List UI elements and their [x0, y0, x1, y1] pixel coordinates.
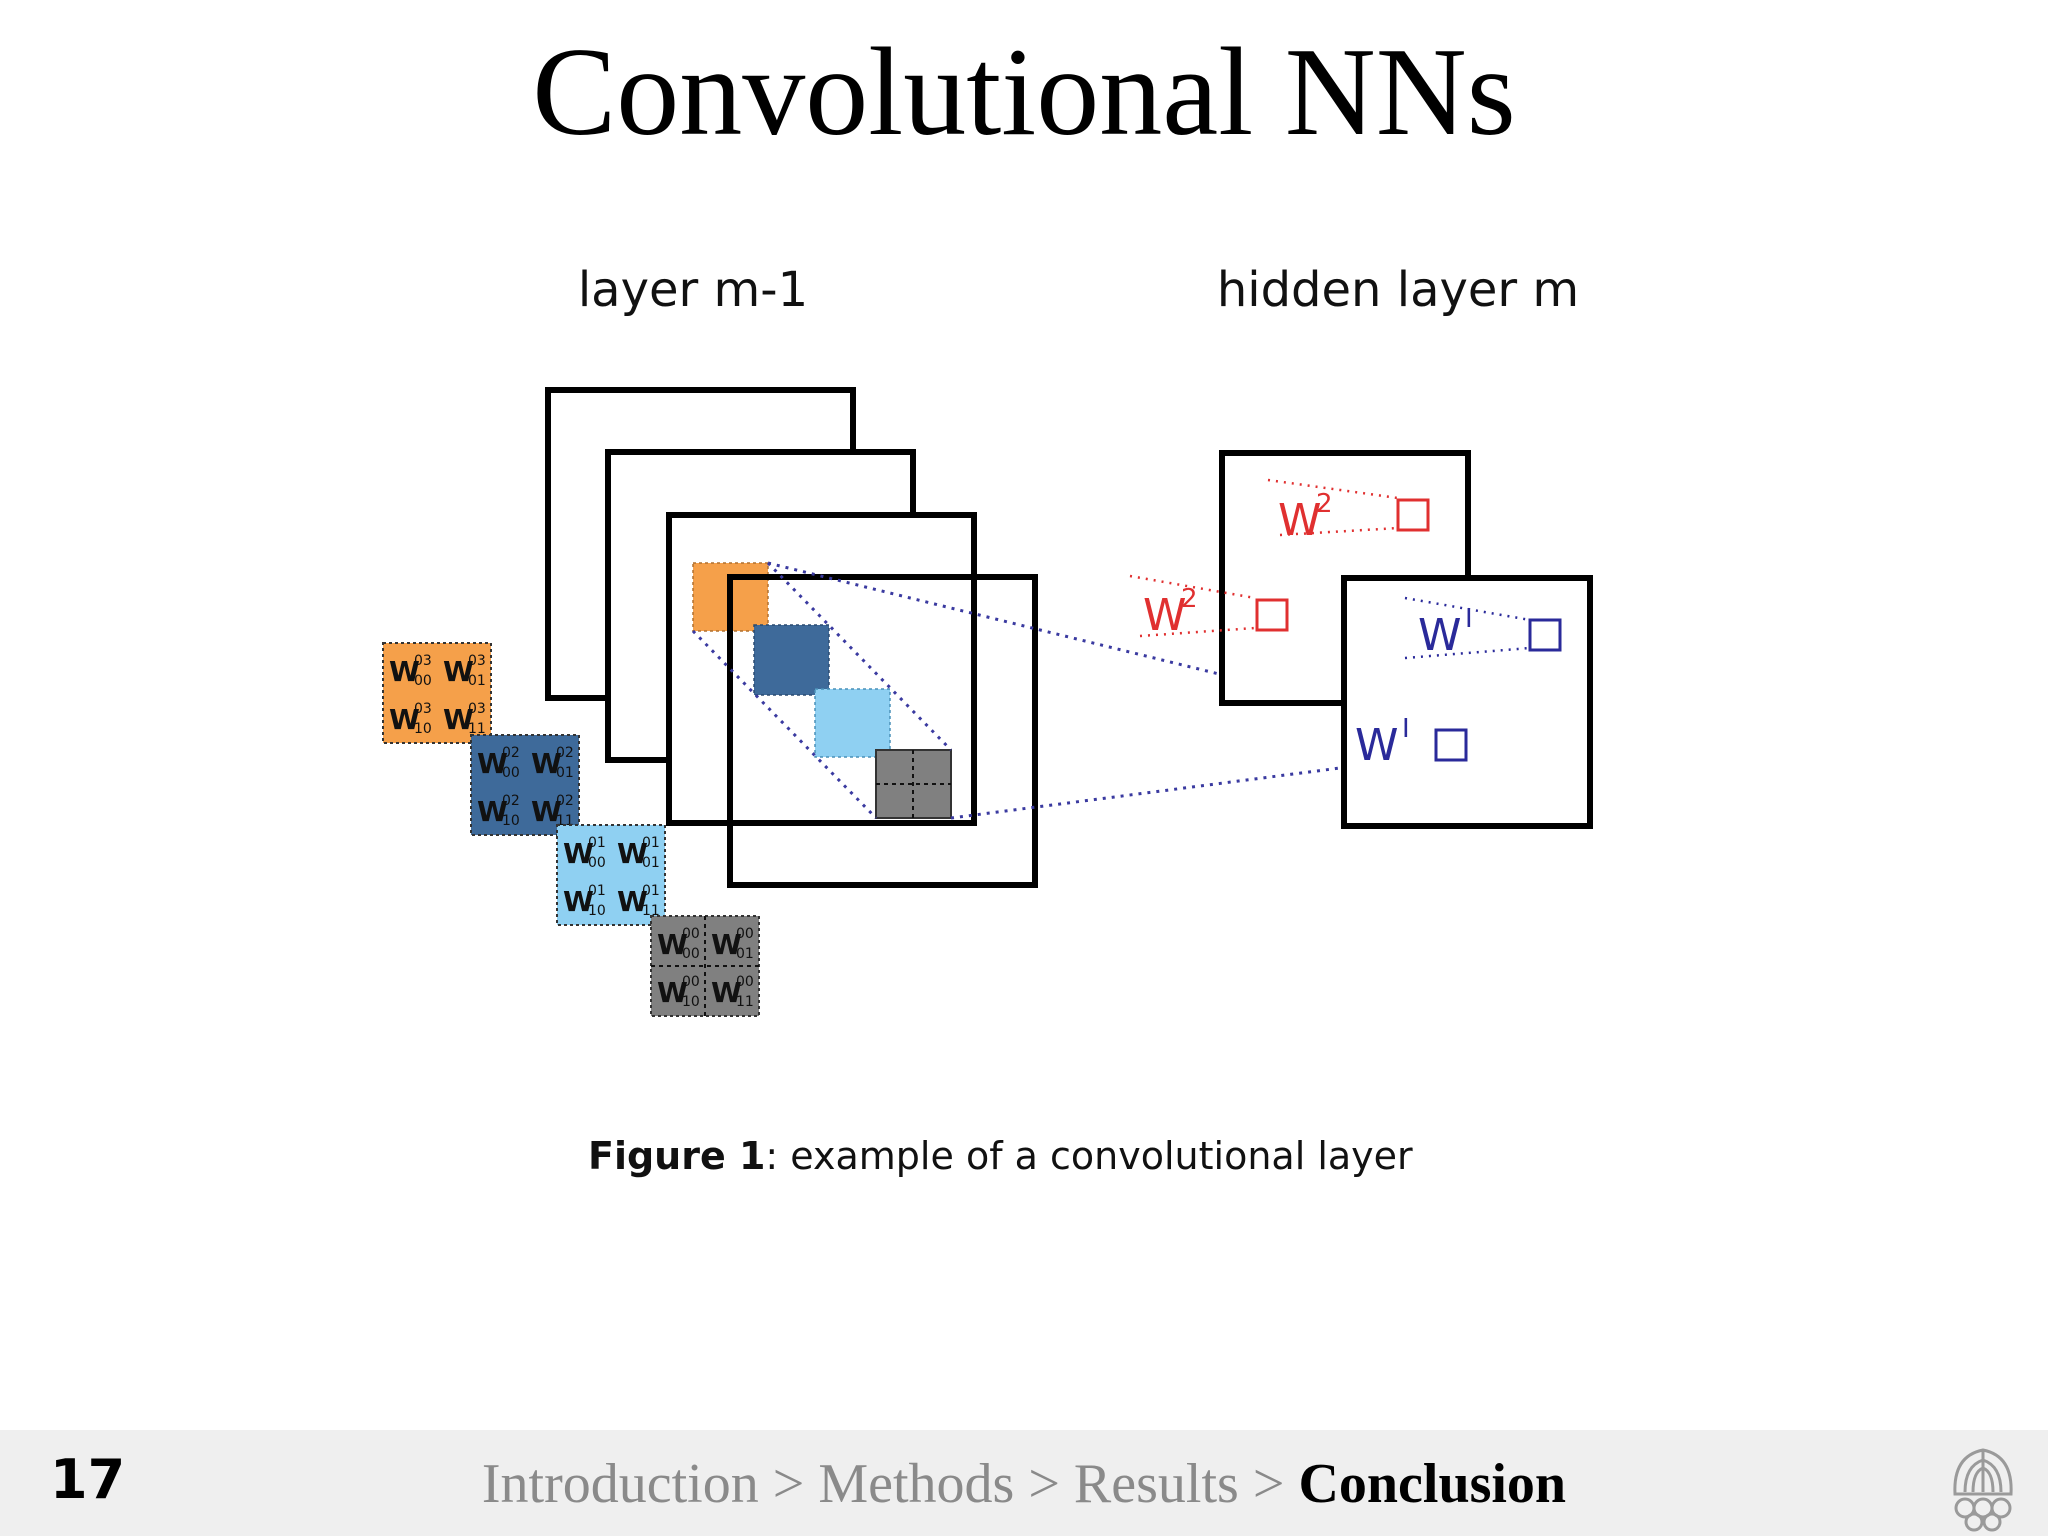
- page-number: 17: [50, 1448, 126, 1511]
- kernel-weight-label: W: [531, 795, 562, 828]
- left-layer-label: layer m-1: [578, 262, 808, 318]
- w2-connections: [1129, 478, 1399, 638]
- kernel-weight-superscript: 01: [588, 883, 606, 899]
- kernel-weight-label: W: [389, 655, 420, 688]
- kernel-weight-label: W: [563, 837, 594, 870]
- breadcrumb-item-methods[interactable]: Methods: [818, 1453, 1015, 1515]
- w1-label-bottom: W: [1355, 720, 1399, 771]
- kernel-weight-subscript: 00: [588, 855, 606, 871]
- kernel-weight-subscript: 00: [414, 673, 432, 689]
- breadcrumb: Introduction > Methods > Results > Concl…: [0, 1452, 2048, 1516]
- kernel-weight-label: W: [443, 703, 474, 736]
- kernel-weight-subscript: 01: [642, 855, 660, 871]
- kernel-weight-superscript: 03: [414, 701, 432, 717]
- right-layer-label: hidden layer m: [1217, 262, 1579, 318]
- kernel-weight-subscript: 01: [468, 673, 486, 689]
- kernel-weight-superscript: 00: [682, 926, 700, 942]
- kernel-weight-label: W: [711, 928, 742, 961]
- figure-caption-label: Figure 1: [588, 1134, 766, 1178]
- w2-sup-top: 2: [1316, 489, 1333, 519]
- kernel-weight-superscript: 01: [642, 883, 660, 899]
- kernel-weight-label: W: [531, 747, 562, 780]
- w2-label-left: W: [1143, 590, 1187, 641]
- w2-label-top: W: [1278, 495, 1322, 546]
- kernel-weight-superscript: 02: [502, 745, 520, 761]
- kernel-weight-label: W: [657, 928, 688, 961]
- breadcrumb-separator: >: [1238, 1453, 1299, 1515]
- kernel-weight-label: W: [657, 976, 688, 1009]
- kernel-weight-subscript: 11: [642, 903, 660, 919]
- kernel-weight-superscript: 01: [642, 835, 660, 851]
- kernel-weight-subscript: 10: [588, 903, 606, 919]
- kernel-weight-subscript: 11: [468, 721, 486, 737]
- w1-unit-bottom: [1434, 728, 1468, 762]
- w1-sup-bottom: I: [1402, 714, 1410, 744]
- kernel-weight-label: W: [563, 885, 594, 918]
- figure-caption: Figure 1: example of a convolutional lay…: [588, 1134, 1413, 1178]
- w1-unit-right: [1528, 618, 1562, 652]
- kernel-weight-label: W: [617, 837, 648, 870]
- light-blue-patch: [814, 688, 891, 758]
- breadcrumb-separator: >: [758, 1453, 819, 1515]
- university-logo-icon: [1953, 1448, 2013, 1532]
- kernel-weight-subscript: 11: [736, 994, 754, 1010]
- kernel-weight-label: W: [711, 976, 742, 1009]
- w1-connections: [1404, 596, 1531, 660]
- kernel-weight-superscript: 02: [556, 745, 574, 761]
- kernel-tile-background: [556, 824, 666, 926]
- kernel-weight-superscript: 02: [502, 793, 520, 809]
- kernel-weight-label: W: [477, 747, 508, 780]
- kernel-weight-superscript: 01: [588, 835, 606, 851]
- w1-label-right: W: [1418, 610, 1462, 661]
- dark-blue-patch: [753, 624, 830, 696]
- kernel-weight-superscript: 02: [556, 793, 574, 809]
- kernel-weight-subscript: 10: [414, 721, 432, 737]
- kernel-weight-subscript: 00: [502, 765, 520, 781]
- kernel-tile-background: [470, 734, 580, 836]
- kernel-weight-superscript: 00: [736, 926, 754, 942]
- kernel-weight-subscript: 10: [502, 813, 520, 829]
- kernel-weight-subscript: 01: [736, 946, 754, 962]
- kernel-weight-superscript: 03: [468, 653, 486, 669]
- kernel-weight-label: W: [443, 655, 474, 688]
- kernel-weight-subscript: 00: [682, 946, 700, 962]
- kernel-weight-label: W: [617, 885, 648, 918]
- footer-bar: 17 Introduction > Methods > Results > Co…: [0, 1430, 2048, 1536]
- w2-sup-left: 2: [1181, 584, 1198, 614]
- kernel-weight-subscript: 01: [556, 765, 574, 781]
- figure-caption-text: : example of a convolutional layer: [765, 1134, 1413, 1178]
- kernel-weight-superscript: 00: [736, 974, 754, 990]
- w1-sup-right: I: [1465, 604, 1473, 634]
- kernel-weight-label: W: [477, 795, 508, 828]
- kernel-weight-superscript: 00: [682, 974, 700, 990]
- breadcrumb-item-introduction[interactable]: Introduction: [481, 1453, 759, 1515]
- slide-title: Convolutional NNs: [532, 23, 1516, 162]
- w2-unit-top: [1396, 498, 1430, 532]
- kernel-weight-superscript: 03: [468, 701, 486, 717]
- breadcrumb-separator: >: [1014, 1453, 1074, 1515]
- input-map-4: [727, 574, 1038, 888]
- breadcrumb-item-conclusion[interactable]: Conclusion: [1298, 1453, 1567, 1515]
- kernel-tile-background: [382, 642, 492, 744]
- kernel-weight-superscript: 03: [414, 653, 432, 669]
- kernel-weight-subscript: 10: [682, 994, 700, 1010]
- w2-unit-left: [1255, 598, 1289, 632]
- breadcrumb-item-results[interactable]: Results: [1073, 1453, 1239, 1515]
- kernel-weight-label: W: [389, 703, 420, 736]
